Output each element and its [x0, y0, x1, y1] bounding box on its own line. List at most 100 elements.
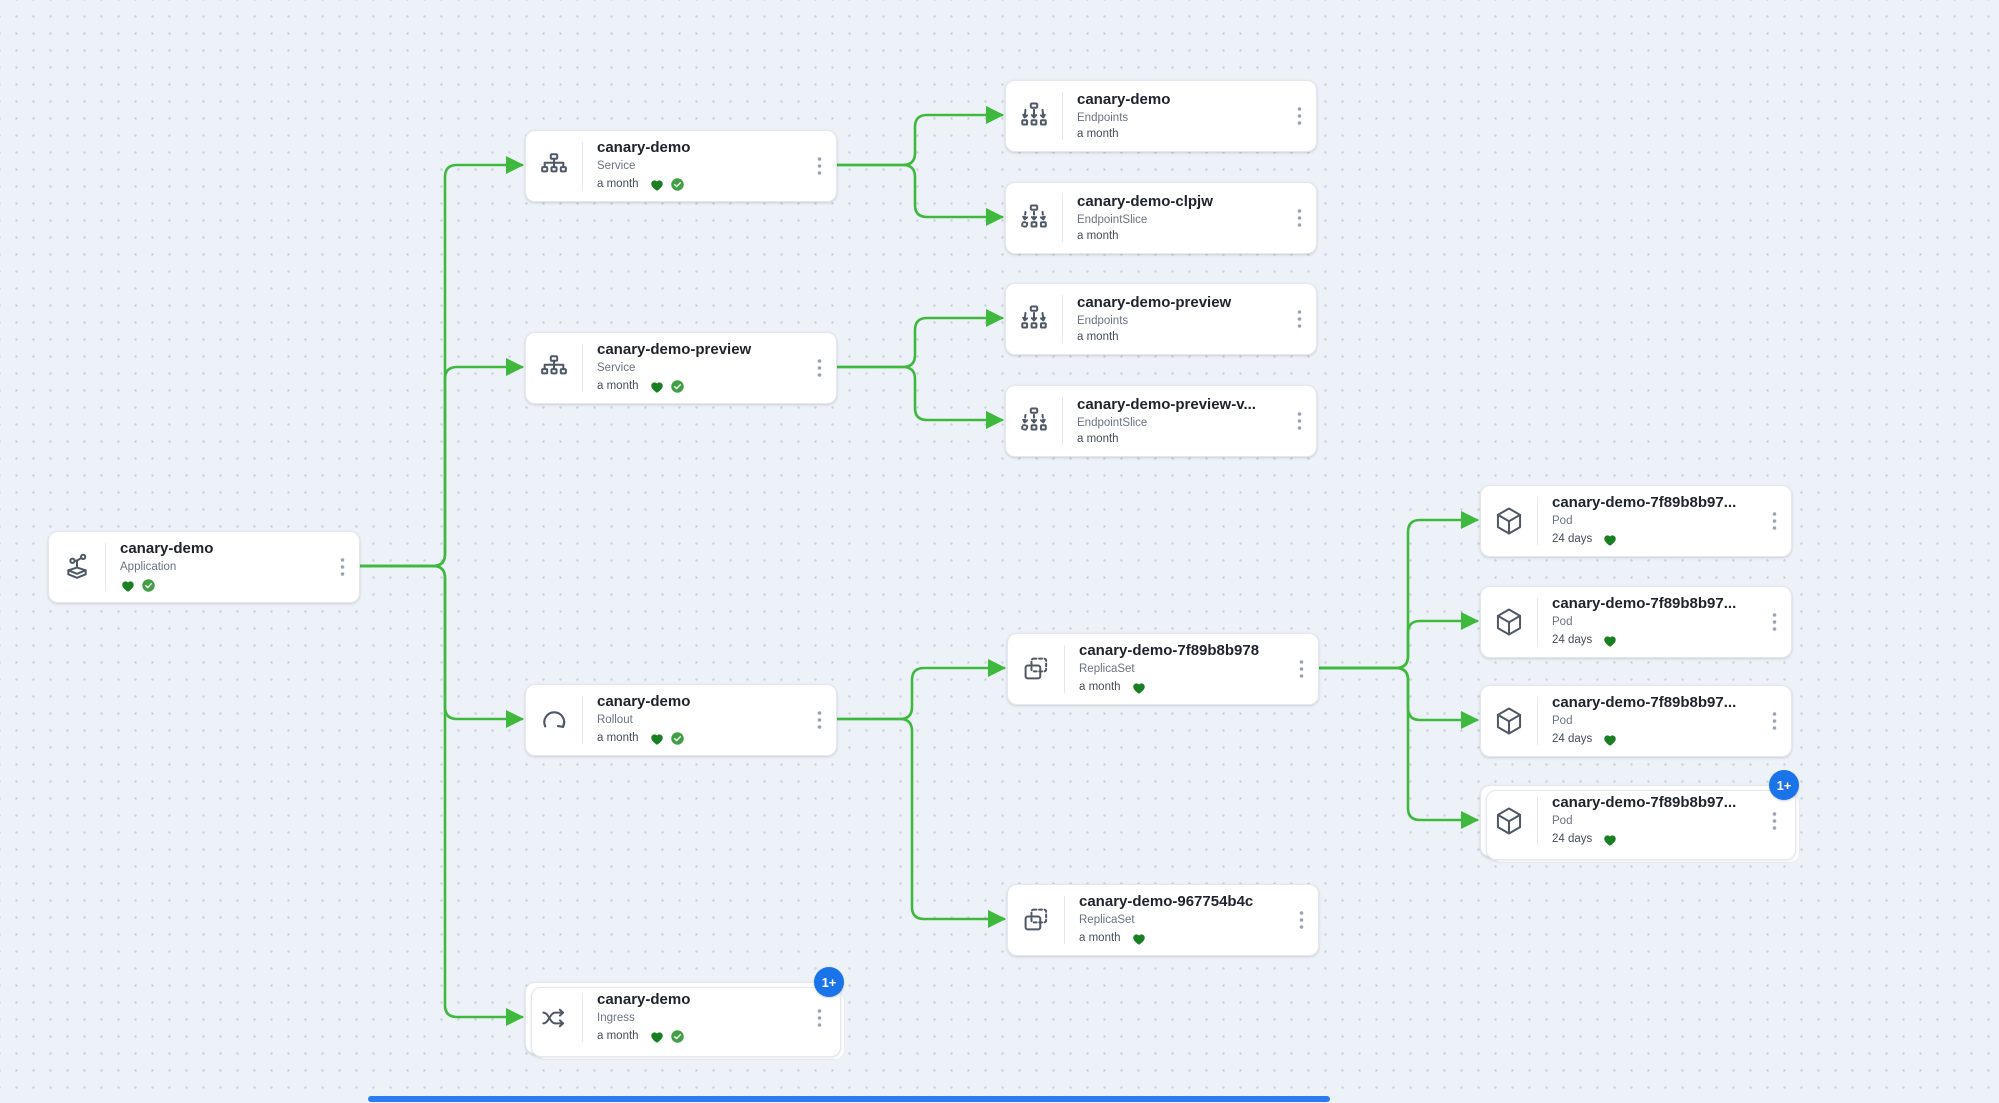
- resource-age: 24 days: [1552, 733, 1593, 746]
- synced-check-icon: [670, 732, 684, 746]
- pod-icon: [1496, 507, 1522, 535]
- kebab-menu-icon: [817, 157, 821, 175]
- node-menu-button[interactable]: [1286, 208, 1312, 228]
- kebab-menu-icon: [817, 359, 821, 377]
- resource-age: a month: [1079, 681, 1121, 694]
- node-pod-pod1[interactable]: canary-demo-7f89b8b97... Pod 24 days: [1480, 485, 1792, 557]
- kebab-menu-icon: [1772, 812, 1776, 830]
- node-rollout-rollout[interactable]: canary-demo Rollout a month: [525, 684, 837, 756]
- resource-kind: Pod: [1552, 714, 1573, 727]
- divider: [1062, 295, 1063, 343]
- node-menu-button[interactable]: [1286, 309, 1312, 329]
- resource-name: canary-demo-7f89b8b97...: [1552, 595, 1737, 613]
- resource-name: canary-demo-7f89b8b97...: [1552, 694, 1737, 712]
- resource-age: a month: [597, 1030, 639, 1043]
- healthy-heart-icon: [1132, 934, 1145, 945]
- endpointslice-icon: [1021, 204, 1047, 228]
- divider: [1062, 92, 1063, 140]
- node-replicaset-rs1[interactable]: canary-demo-7f89b8b978 ReplicaSet a mont…: [1007, 633, 1319, 705]
- resource-kind: EndpointSlice: [1077, 214, 1148, 227]
- node-service-svc-preview[interactable]: canary-demo-preview Service a month: [525, 332, 837, 404]
- health-status: [1131, 680, 1147, 696]
- resource-name: canary-demo: [1077, 91, 1171, 109]
- collapsed-count-badge[interactable]: 1+: [1769, 770, 1799, 800]
- resource-kind: ReplicaSet: [1079, 913, 1135, 926]
- node-endpoints-ep2[interactable]: canary-demo-preview Endpoints a month: [1005, 283, 1317, 355]
- node-menu-button[interactable]: [1761, 612, 1787, 632]
- node-application-app[interactable]: canary-demo Application: [48, 531, 360, 603]
- divider: [582, 344, 583, 392]
- health-status: [1602, 832, 1618, 848]
- resource-kind: Pod: [1552, 514, 1573, 527]
- kebab-menu-icon: [817, 1009, 821, 1027]
- healthy-heart-icon: [650, 180, 663, 191]
- resource-name: canary-demo: [597, 693, 691, 711]
- resource-age: a month: [597, 732, 639, 745]
- node-pod-pod3[interactable]: canary-demo-7f89b8b97... Pod 24 days: [1480, 685, 1792, 757]
- rollout-icon: [543, 711, 566, 728]
- endpoints-icon: [1021, 305, 1047, 329]
- resource-name: canary-demo-clpjw: [1077, 193, 1213, 211]
- resource-name: canary-demo-preview: [597, 341, 752, 359]
- node-menu-button[interactable]: [806, 156, 832, 176]
- kebab-menu-icon: [1297, 107, 1301, 125]
- node-service-svc[interactable]: canary-demo Service a month: [525, 130, 837, 202]
- node-menu-button[interactable]: [1761, 511, 1787, 531]
- node-menu-button[interactable]: [806, 1008, 832, 1028]
- node-replicaset-rs2[interactable]: canary-demo-967754b4c ReplicaSet a month: [1007, 884, 1319, 956]
- resource-age: a month: [597, 178, 639, 191]
- node-menu-button[interactable]: [329, 557, 355, 577]
- divider: [105, 543, 106, 591]
- node-menu-button[interactable]: [1286, 106, 1312, 126]
- health-status: [649, 177, 685, 193]
- divider: [1537, 497, 1538, 545]
- node-pod-pod4[interactable]: 1+ canary-demo-7f89b8b97... Pod 24 days: [1480, 770, 1800, 863]
- resource-name: canary-demo: [597, 991, 691, 1009]
- replicaset-icon: [1024, 657, 1048, 680]
- health-status: [1131, 931, 1147, 947]
- health-status: [649, 1029, 685, 1045]
- ingress-icon: [542, 1008, 565, 1028]
- node-menu-button[interactable]: [1288, 659, 1314, 679]
- node-ingress-ingress[interactable]: 1+ canary-demo Ingress a month: [525, 967, 845, 1060]
- healthy-heart-icon: [650, 1032, 663, 1043]
- healthy-heart-icon: [650, 382, 663, 393]
- synced-check-icon: [142, 579, 155, 593]
- kebab-menu-icon: [1297, 310, 1301, 328]
- kebab-menu-icon: [1772, 712, 1776, 730]
- kebab-menu-icon: [1772, 613, 1776, 631]
- node-pod-pod2[interactable]: canary-demo-7f89b8b97... Pod 24 days: [1480, 586, 1792, 658]
- resource-kind: Service: [597, 159, 636, 172]
- node-menu-button[interactable]: [1761, 811, 1787, 831]
- healthy-heart-icon: [1604, 835, 1617, 846]
- divider: [1537, 797, 1538, 845]
- resource-name: canary-demo-7f89b8b97...: [1552, 494, 1737, 512]
- horizontal-scrollbar-thumb[interactable]: [368, 1096, 1330, 1102]
- resource-age: a month: [1079, 932, 1121, 945]
- node-endpointslice-eps1[interactable]: canary-demo-clpjw EndpointSlice a month: [1005, 182, 1317, 254]
- service-icon: [541, 153, 567, 173]
- collapsed-count-badge[interactable]: 1+: [814, 967, 844, 997]
- node-menu-button[interactable]: [1761, 711, 1787, 731]
- resource-age: a month: [1077, 128, 1119, 141]
- divider: [1064, 896, 1065, 944]
- divider: [582, 994, 583, 1042]
- pod-icon: [1496, 707, 1522, 735]
- kebab-menu-icon: [1297, 209, 1301, 227]
- resource-name: canary-demo: [597, 139, 691, 157]
- node-endpointslice-eps2[interactable]: canary-demo-preview-v... EndpointSlice a…: [1005, 385, 1317, 457]
- node-menu-button[interactable]: [806, 710, 832, 730]
- resource-name: canary-demo-preview: [1077, 294, 1232, 312]
- divider: [582, 142, 583, 190]
- application-icon: [67, 553, 87, 579]
- resource-kind: Ingress: [597, 1011, 635, 1024]
- node-menu-button[interactable]: [806, 358, 832, 378]
- node-menu-button[interactable]: [1288, 910, 1314, 930]
- divider: [1062, 194, 1063, 242]
- kebab-menu-icon: [1299, 660, 1303, 678]
- node-endpoints-ep1[interactable]: canary-demo Endpoints a month: [1005, 80, 1317, 152]
- kebab-menu-icon: [1299, 911, 1303, 929]
- resource-age: 24 days: [1552, 634, 1593, 647]
- node-menu-button[interactable]: [1286, 411, 1312, 431]
